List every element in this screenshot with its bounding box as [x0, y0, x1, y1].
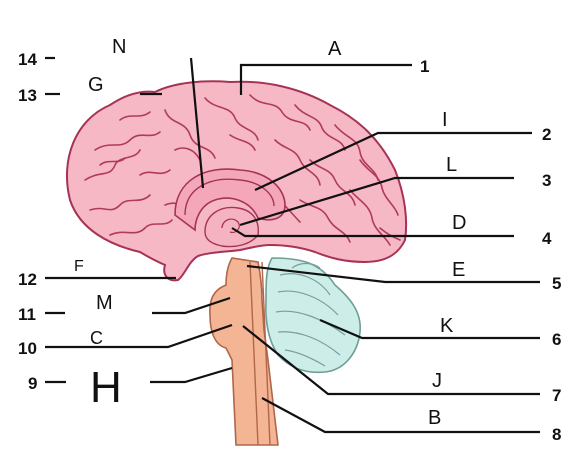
number-labels: 1 2 3 4 5 6 7 8 9 10 11 12 13 14	[18, 50, 561, 444]
number-label-14: 14	[18, 50, 37, 69]
letter-labels: A I L D E K J B N G F M C H	[74, 36, 466, 429]
number-label-6: 6	[552, 330, 561, 349]
cerebrum	[66, 80, 408, 282]
letter-label-g: G	[88, 74, 104, 96]
number-label-10: 10	[18, 339, 37, 358]
number-label-11: 11	[18, 305, 36, 324]
letter-label-a: A	[328, 38, 342, 60]
letter-label-k: K	[440, 315, 454, 337]
cerebellum	[265, 257, 361, 374]
number-label-7: 7	[552, 386, 561, 405]
letter-label-i: I	[442, 109, 448, 131]
letter-label-b: B	[428, 407, 441, 429]
number-label-3: 3	[542, 171, 551, 190]
number-label-8: 8	[552, 425, 561, 444]
brainstem	[209, 257, 279, 446]
number-label-12: 12	[18, 270, 37, 289]
letter-label-f: F	[74, 258, 84, 275]
letter-label-d: D	[452, 212, 466, 234]
letter-label-h: H	[90, 363, 122, 412]
letter-label-l: L	[446, 154, 457, 176]
number-label-5: 5	[552, 274, 561, 293]
number-label-13: 13	[18, 86, 37, 105]
letter-label-m: M	[96, 292, 113, 314]
letter-label-n: N	[112, 36, 126, 58]
letter-label-j: J	[432, 370, 442, 392]
number-label-4: 4	[542, 229, 552, 248]
letter-label-c: C	[90, 328, 103, 348]
leader-lines	[45, 56, 540, 434]
letter-label-e: E	[452, 259, 465, 281]
number-label-9: 9	[28, 374, 37, 393]
number-label-2: 2	[542, 125, 551, 144]
number-label-1: 1	[420, 57, 429, 76]
